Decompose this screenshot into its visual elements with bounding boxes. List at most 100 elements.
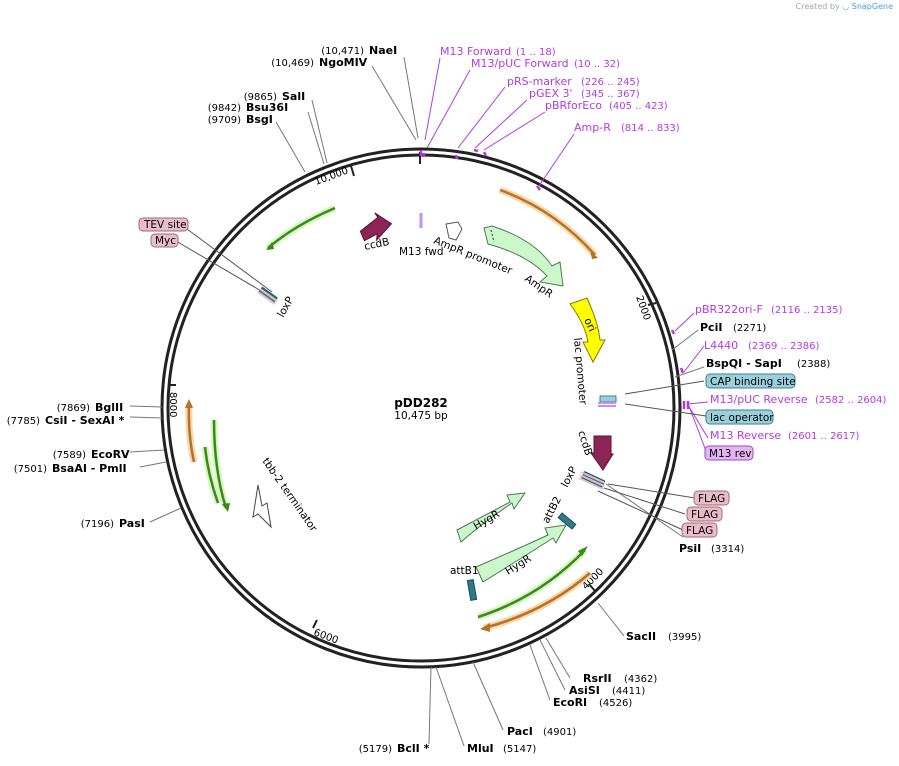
backbone-outer (160, 147, 682, 669)
mark-pbr322 (670, 329, 676, 335)
primer-prs-range: (226 .. 245) (581, 77, 640, 88)
orf-arrow-bottom-green (578, 546, 588, 556)
site-ecorv-name: EcoRV (91, 448, 130, 461)
orf-arc-left-orange (187, 403, 196, 463)
box-flag1-label: FLAG (698, 493, 725, 505)
site-sali-pos: (9865) (244, 92, 277, 103)
primer-ampr-name: Amp-R (574, 121, 611, 134)
primer-m13rev-range: (2601 .. 2617) (788, 431, 860, 442)
primer-pgex-name: pGEX 3' (529, 87, 573, 100)
primer-pgex-range: (345 .. 367) (581, 89, 640, 100)
orf-arc-bottom-orange-halo (483, 570, 593, 632)
primer-m13puc-name: M13/pUC Forward (471, 57, 569, 70)
site-bcli-name: BclI * (397, 742, 430, 755)
leader-cap (624, 380, 705, 395)
primer-pbr322-range: (2116 .. 2135) (771, 305, 843, 316)
site-bsgi-pos: (9709) (208, 115, 241, 126)
site-mlui-pos: (5147) (503, 744, 536, 755)
site-pasi-pos: (7196) (81, 519, 114, 530)
box-cap-label: CAP binding site (710, 376, 796, 388)
leader-m13puc (426, 69, 471, 149)
leader-mlui (435, 666, 465, 747)
leader-bsu36i (307, 111, 325, 165)
site-psii-pos: (3314) (711, 544, 744, 555)
hygr-label-1: HygR (472, 508, 502, 532)
leader-ampr-primer (538, 133, 575, 187)
snapgene-credit: Created by ◡ SnapGene (796, 2, 893, 11)
leader-ecorv (129, 449, 165, 453)
ori-arrow (569, 297, 606, 364)
tev-mark (259, 288, 278, 302)
primer-l4440-range: (2369 .. 2386) (748, 341, 820, 352)
leader-asisi (539, 639, 566, 691)
orf-arrow-top-left (266, 242, 274, 250)
box-tev (138, 217, 189, 232)
leader-flag3 (597, 490, 684, 531)
leader-m13rev (687, 404, 709, 439)
leader-pbrfor (483, 111, 546, 151)
site-leader-lines (129, 56, 705, 747)
box-m13rev-label: M13 rev (709, 448, 752, 460)
leader-naei (403, 56, 419, 139)
site-naei-pos: (10,471) (321, 46, 364, 57)
site-bsgi-name: BsgI (246, 113, 273, 126)
attb2-label: attB2 (540, 495, 564, 526)
primer-marks (419, 148, 690, 409)
primer-l4440-name: L4440 (704, 339, 738, 352)
primer-m13rev-name: M13 Reverse (710, 429, 781, 442)
site-asisi-pos: (4411) (612, 686, 645, 697)
primer-m13f-name: M13 Forward (440, 45, 511, 58)
credit-brand: SnapGene (851, 2, 893, 11)
ccdb-right-arrow (590, 435, 614, 471)
site-bglii-name: BglII (95, 401, 123, 414)
tick-label-8000: 8000 (167, 392, 178, 417)
site-pasi-name: PasI (119, 517, 145, 530)
hygr-arrow-2 (475, 524, 567, 583)
flag-mark-3 (578, 477, 604, 490)
ampr-arrow (483, 225, 564, 287)
loxp-right-mark (578, 471, 606, 490)
orf-arc-top-left-halo (265, 204, 337, 251)
orf-arc-top-right (499, 188, 596, 256)
flag-mark-2 (579, 474, 605, 487)
site-sacii-name: SacII (626, 630, 656, 643)
label-boxes: TEV site Myc CAP binding site lac operat… (138, 217, 796, 538)
leader-rsrii (545, 637, 571, 679)
box-myc (150, 233, 179, 248)
ccdb-right-label: ccdB (575, 429, 594, 457)
loxp-left-mark (257, 286, 278, 305)
primer-pbrfor-range: (405 .. 423) (609, 101, 668, 112)
primer-pbrfor-name: pBRforEco (545, 99, 602, 112)
leader-prs (457, 86, 506, 149)
primer-m13pucrev-name: M13/pUC Reverse (710, 393, 808, 406)
primer-labels: M13 Forward (1 .. 18) M13/pUC Forward (1… (440, 45, 887, 442)
leader-flag1 (607, 483, 696, 499)
primer-leader-lines (424, 57, 709, 452)
orf-arrow-left-orange (185, 399, 193, 408)
orf-arrow-left-green1 (222, 503, 230, 512)
box-flag2 (686, 506, 723, 522)
orf-arc-left-green2 (203, 446, 220, 504)
site-sacii-pos: (3995) (668, 632, 701, 643)
leader-pasi (149, 507, 182, 523)
site-ecori-name: EcoRI (553, 696, 587, 709)
box-lacop-label: lac operator (710, 412, 774, 424)
site-bcli-pos: (5179) (359, 744, 392, 755)
leader-bglii (129, 405, 163, 408)
lac-promoter-label: lac promoter (571, 337, 589, 406)
hygr-arrow-1 (456, 492, 527, 543)
site-rsrii-name: RsrII (583, 672, 612, 685)
leader-bspqi (674, 366, 705, 378)
primer-pbr322-name: pBR322ori-F (695, 303, 763, 316)
site-ecorv-pos: (7589) (53, 450, 86, 461)
box-flag1 (693, 490, 730, 506)
site-bspqi-name: BspQI - SapI (706, 357, 782, 370)
orf-arc-bottom-green (477, 549, 586, 619)
loxp-left-label: loxP (275, 295, 296, 320)
orf-arc-top-left (267, 206, 336, 249)
leader-l4440 (683, 345, 705, 373)
box-flag3-label: FLAG (686, 525, 713, 537)
orf-arrow-bottom-orange (480, 623, 490, 632)
plasmid-name: pDD282 (394, 396, 448, 410)
site-paci-pos: (4901) (543, 727, 576, 738)
